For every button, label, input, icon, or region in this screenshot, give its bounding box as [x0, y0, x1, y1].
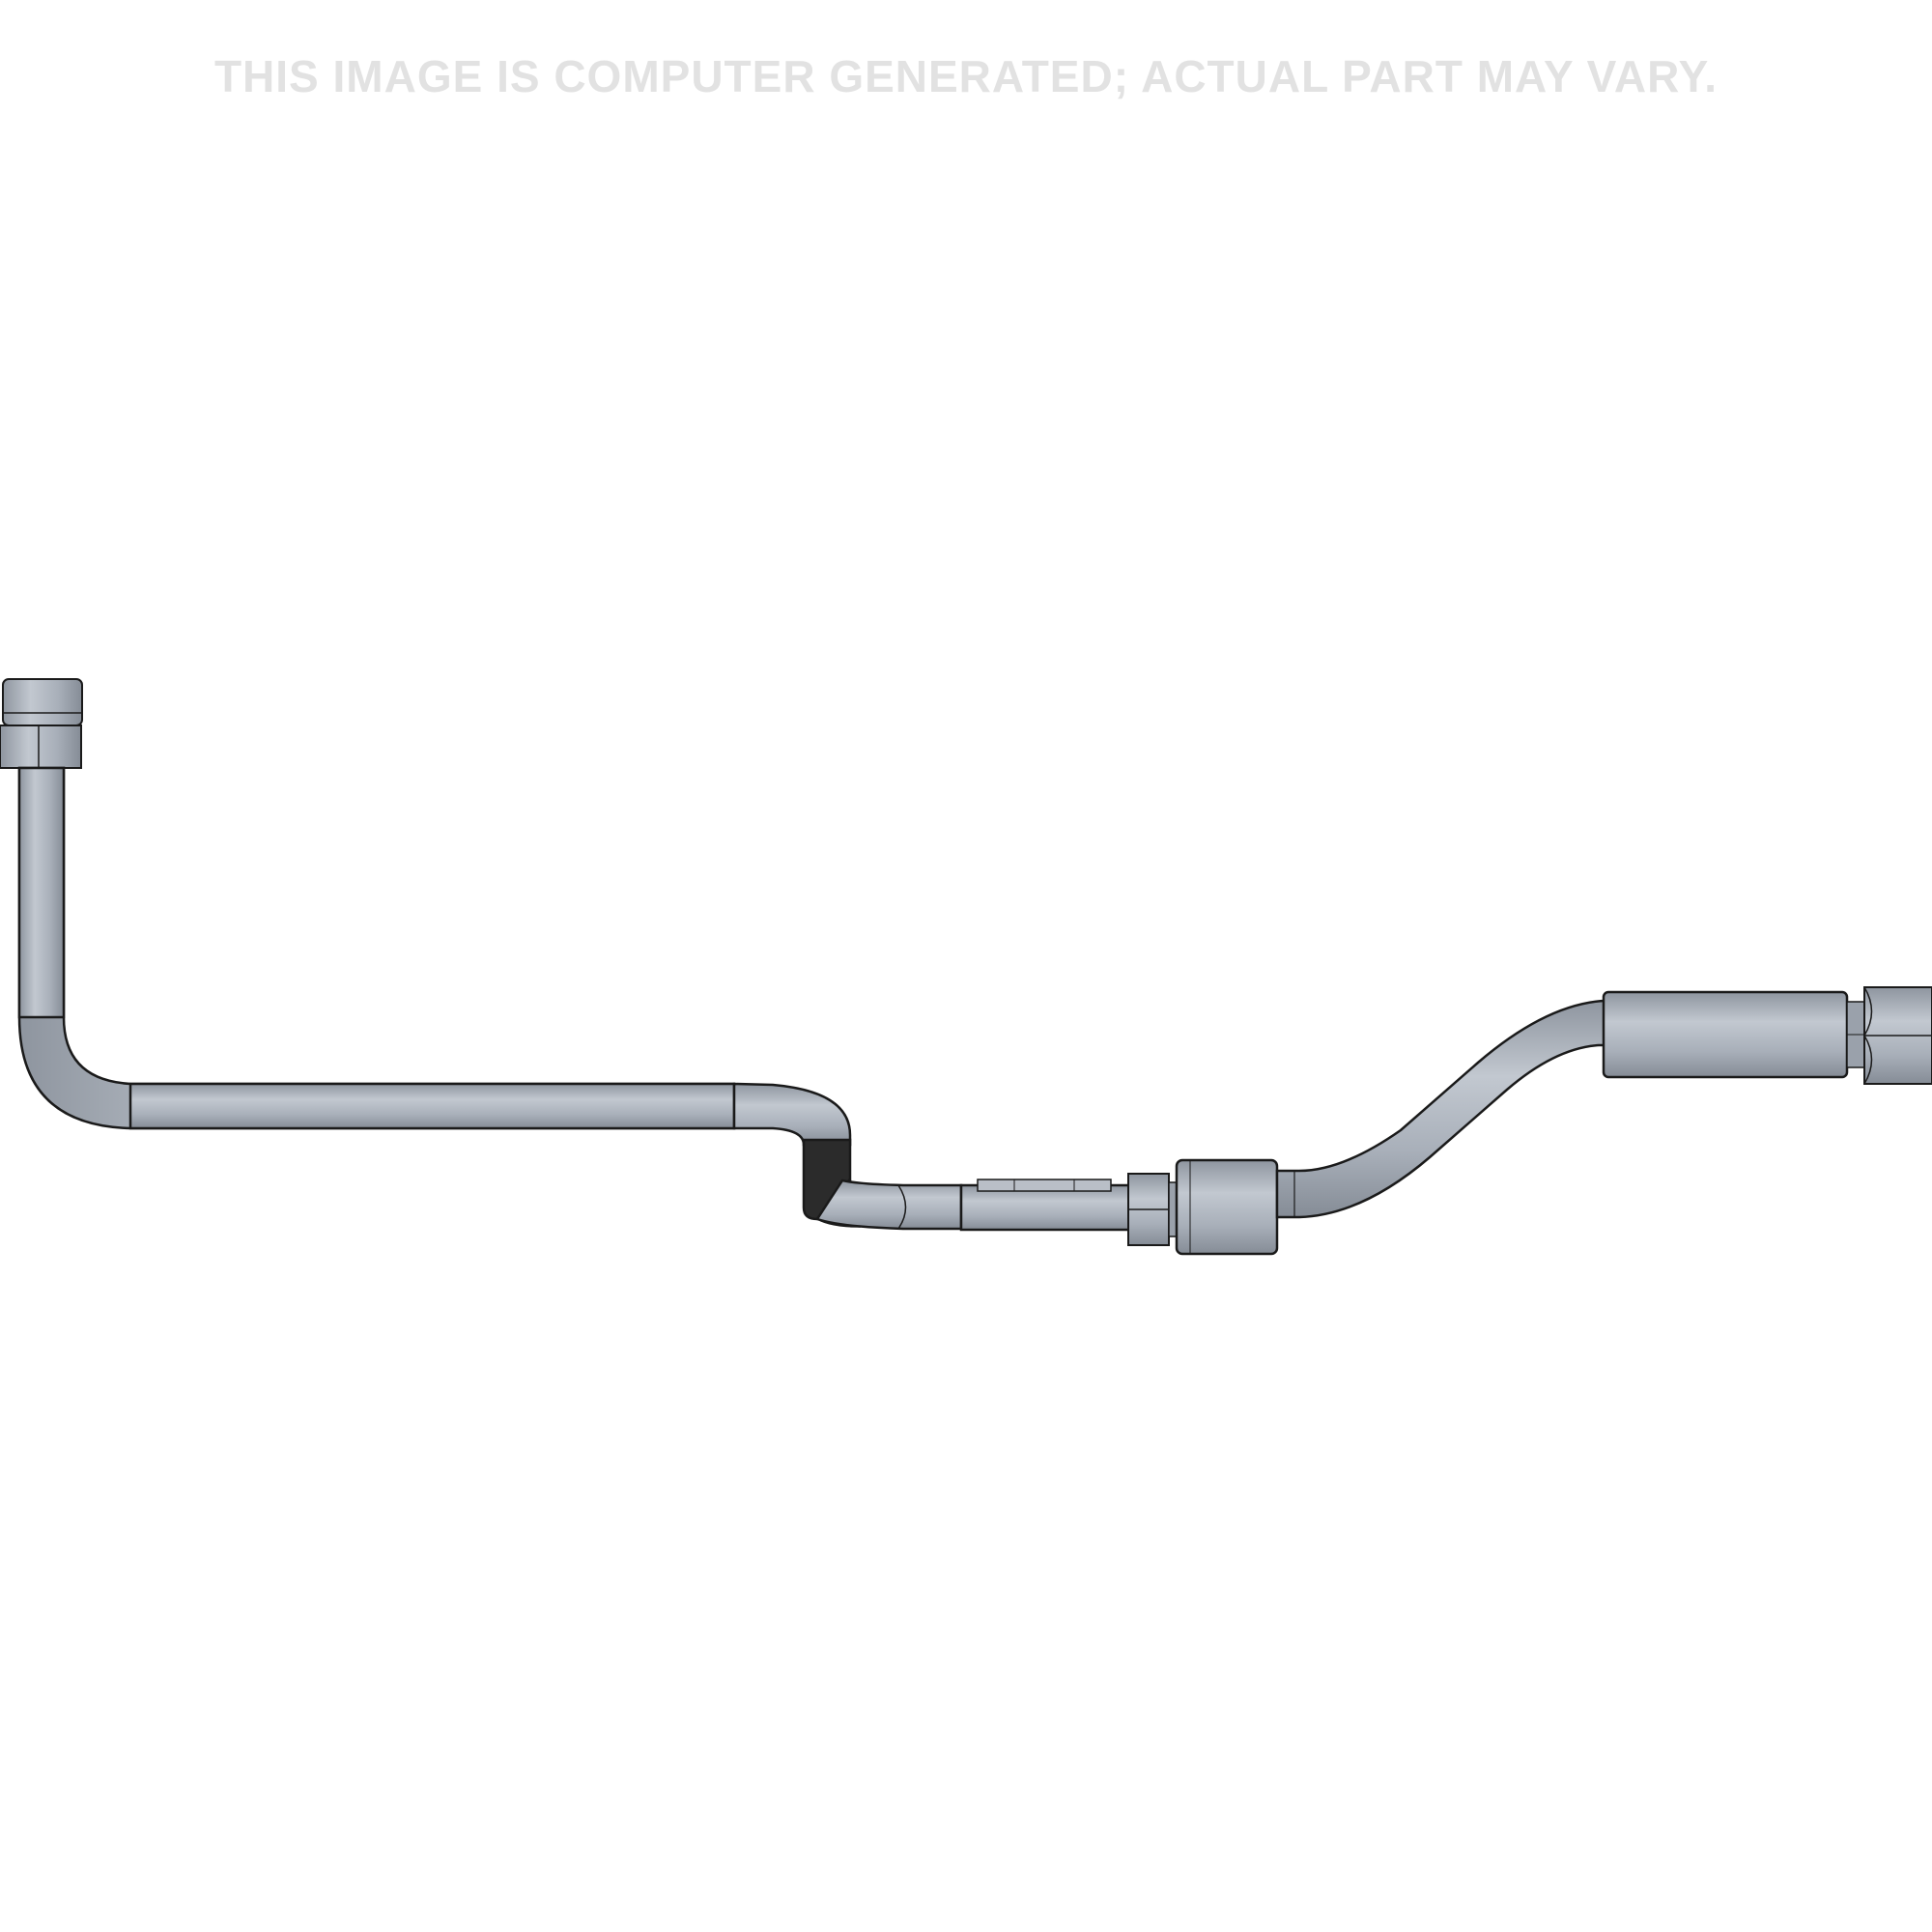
offset-bend-section — [732, 1082, 963, 1231]
left-hex-nut — [0, 724, 82, 769]
middle-tube-section — [959, 1179, 1132, 1232]
left-tube-section — [17, 766, 736, 1130]
mounting-clamp-plate — [977, 1179, 1112, 1192]
left-fitting-cap — [2, 678, 83, 726]
middle-crimp-sleeve — [1175, 1158, 1279, 1256]
right-end-fitting — [1602, 986, 1932, 1085]
right-crimp-sleeve — [1602, 990, 1849, 1079]
hose-s-curve — [1275, 999, 1607, 1219]
left-end-fitting — [0, 678, 83, 769]
middle-coupling — [1127, 1158, 1279, 1256]
